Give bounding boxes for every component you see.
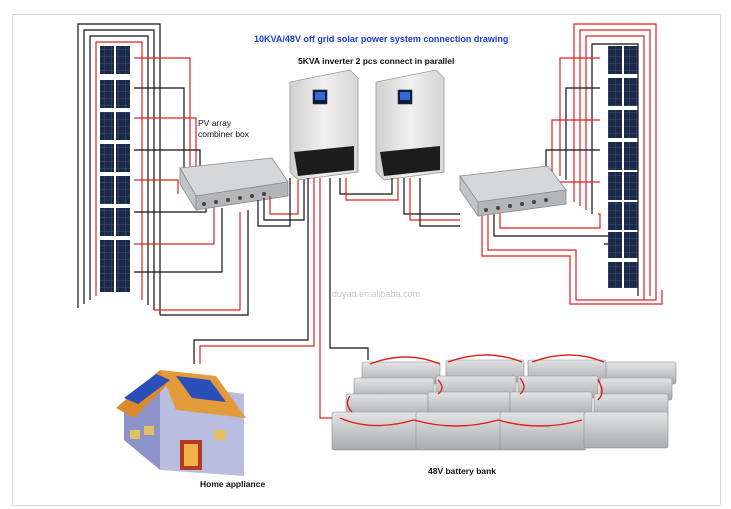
- inverter-icon: [289, 69, 359, 181]
- solar-panel-icon: [608, 78, 638, 106]
- combiner-box-icon: [459, 165, 567, 218]
- solar-panel-icon: [100, 80, 130, 108]
- combiner-box-label: PV array combiner box: [198, 118, 249, 140]
- solar-panel-icon: [100, 112, 130, 140]
- inverter-terminal-wires: [193, 178, 460, 419]
- solar-panel-icon: [100, 144, 130, 172]
- house-icon: [116, 370, 246, 476]
- solar-panel-icon: [100, 208, 130, 236]
- solar-panel-icon: [608, 46, 638, 74]
- solar-panel-icon: [100, 46, 130, 74]
- inverter-icon: [375, 69, 445, 181]
- solar-panel-icon: [608, 142, 638, 170]
- solar-panel-icon: [100, 176, 130, 204]
- right-solar-array: [608, 46, 638, 288]
- solar-panel-icon: [608, 232, 638, 258]
- watermark: duyad.en.alibaba.com: [332, 289, 421, 299]
- solar-panel-icon: [100, 266, 130, 292]
- solar-panel-icon: [608, 172, 638, 200]
- battery-cables: [339, 354, 605, 427]
- combiner-label-line1: PV array: [198, 118, 232, 128]
- combiner-label-line2: combiner box: [198, 129, 250, 139]
- battery-bank-label: 48V battery bank: [428, 466, 497, 476]
- battery-icon: [499, 411, 587, 451]
- solar-panel-icon: [608, 110, 638, 138]
- battery-icon: [331, 411, 419, 451]
- combiner-box-icon: [179, 157, 289, 212]
- solar-panel-icon: [608, 202, 638, 230]
- battery-bank: [331, 359, 677, 451]
- inverter-caption: 5KVA inverter 2 pcs connect in parallel: [298, 56, 455, 66]
- battery-icon: [583, 411, 669, 449]
- solar-panel-icon: [100, 240, 130, 268]
- left-array-wiring: [77, 23, 249, 316]
- diagram-title: 10KVA/48V off grid solar power system co…: [254, 34, 509, 44]
- left-solar-array: [100, 46, 130, 292]
- left-combiner-output: [257, 178, 305, 227]
- solar-panel-icon: [608, 262, 638, 288]
- home-appliance-label: Home appliance: [200, 479, 266, 489]
- battery-icon: [415, 411, 503, 451]
